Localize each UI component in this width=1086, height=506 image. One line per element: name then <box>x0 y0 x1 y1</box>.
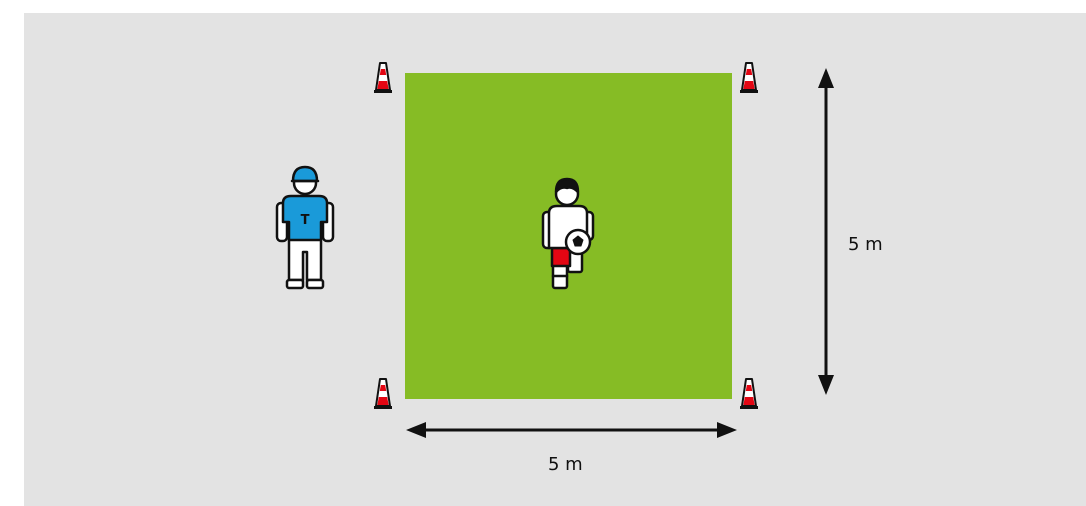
vertical-dimension-arrow <box>818 68 834 395</box>
player-with-ball-icon <box>541 177 595 290</box>
vertical-dimension-label: 5 m <box>848 234 883 255</box>
horizontal-dimension-label: 5 m <box>548 454 583 475</box>
horizontal-dimension-arrow <box>406 422 737 438</box>
coach-figure-icon <box>275 165 335 290</box>
coach-shirt-letter: T <box>301 213 310 228</box>
